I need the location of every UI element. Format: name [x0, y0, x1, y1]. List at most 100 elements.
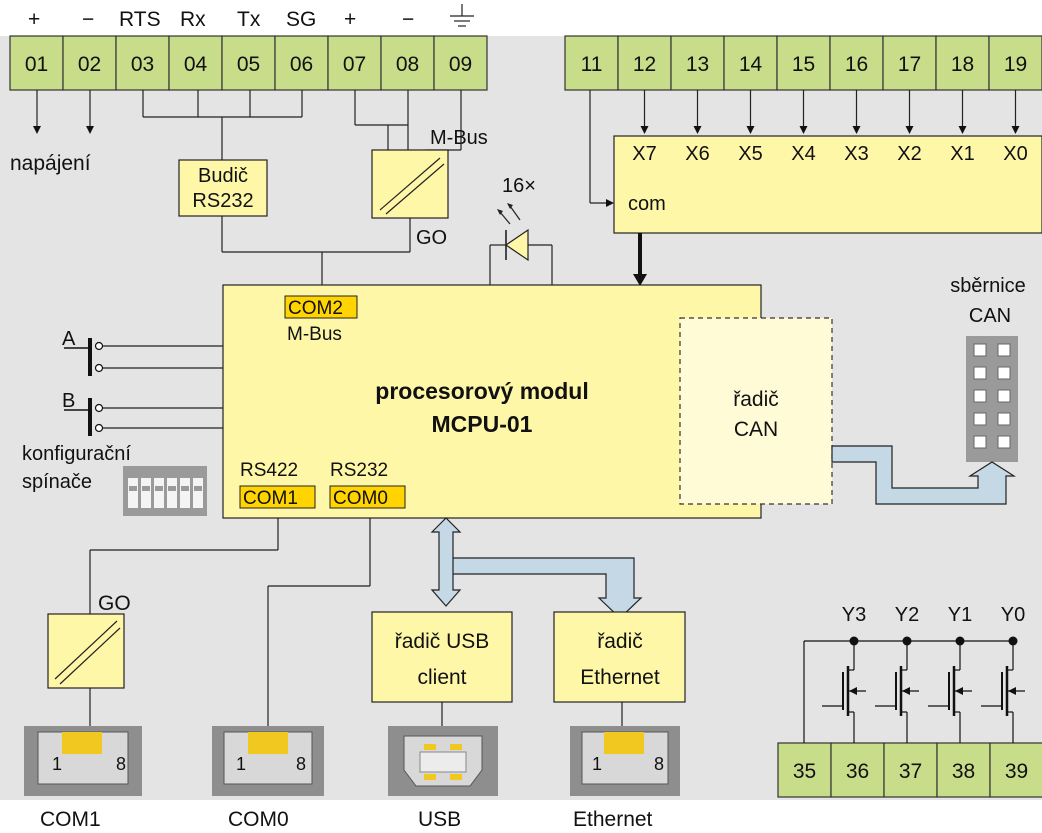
- usb-b-connector: [388, 726, 498, 796]
- input-label: X2: [897, 143, 921, 165]
- com-label: com: [628, 193, 666, 215]
- konfig-label: konfigurační: [22, 443, 131, 465]
- terminal-number: 13: [686, 53, 709, 76]
- terminal-08: 08: [380, 35, 435, 91]
- terminal-11: 11: [564, 35, 619, 91]
- can-bus-arrow: [831, 445, 1017, 505]
- terminal-17: 17: [882, 35, 937, 91]
- isolator-icon: [54, 620, 121, 685]
- terminal-01: 01: [9, 35, 64, 91]
- terminal-36: 36: [830, 742, 885, 798]
- can-pin: [973, 366, 987, 380]
- label-08: −: [402, 8, 414, 31]
- terminal-number: 16: [845, 53, 868, 76]
- terminal-number: 08: [396, 53, 419, 76]
- arrow-down-icon: [905, 126, 914, 134]
- can-pin: [973, 343, 987, 357]
- pin-1-label: 1: [236, 754, 246, 774]
- dip-switches: [128, 478, 203, 508]
- can-pin: [997, 389, 1011, 403]
- budic-rs232-label: RS232: [192, 190, 253, 212]
- ethernet-controller-line1: řadič: [597, 630, 643, 653]
- terminal-14: 14: [723, 35, 778, 91]
- label-07: +: [344, 8, 356, 31]
- rs422-label: RS422: [240, 460, 298, 481]
- dip-switch: [154, 478, 164, 508]
- led-icon: [497, 203, 529, 262]
- com2-badge: [284, 295, 358, 319]
- terminal-16: 16: [829, 35, 884, 91]
- terminal-number: 09: [449, 53, 472, 76]
- terminal-39: 39: [989, 742, 1042, 798]
- terminal-18: 18: [935, 35, 990, 91]
- label-05: Tx: [237, 8, 261, 31]
- led-count-label: 16×: [502, 175, 536, 197]
- arrow-down-icon: [958, 126, 967, 134]
- arrow-right-icon: [606, 199, 614, 207]
- switch-a-label: A: [62, 328, 76, 350]
- arrow-down-icon: [852, 126, 861, 134]
- port-com0-label: COM0: [228, 808, 289, 831]
- ground-icon: [450, 4, 474, 27]
- input-label: X1: [950, 143, 974, 165]
- terminal-number: 15: [792, 53, 815, 76]
- cpu-module-box: [222, 284, 762, 519]
- arrow-down-icon: [633, 274, 647, 286]
- can-pin: [997, 343, 1011, 357]
- com0-label: COM0: [333, 488, 388, 509]
- pin-8-label: 8: [296, 754, 306, 774]
- mbus-module-label: M-Bus: [287, 324, 342, 345]
- arrow-down-icon: [640, 126, 649, 134]
- input-label: X4: [791, 143, 815, 165]
- terminal-05: 05: [221, 35, 276, 91]
- label-04: Rx: [180, 8, 206, 31]
- dip-switch: [167, 478, 177, 508]
- sbernice-can-label: CAN: [969, 305, 1011, 327]
- spinace-label: spínače: [22, 471, 92, 493]
- com1-label: COM1: [243, 488, 298, 509]
- budic-label: Budič: [198, 165, 248, 187]
- switch-b-label: B: [62, 390, 75, 412]
- usb-controller-box: [371, 611, 513, 703]
- switch-wiring: [102, 345, 223, 429]
- terminal-number: 17: [898, 53, 921, 76]
- input-label: X6: [685, 143, 709, 165]
- usb-controller-line2: client: [417, 666, 466, 689]
- terminal-15: 15: [776, 35, 831, 91]
- port-ethernet-label: Ethernet: [573, 808, 653, 831]
- output-label: Y1: [948, 604, 972, 626]
- input-label: X7: [632, 143, 656, 165]
- power-arrows: [36, 90, 91, 128]
- ethernet-controller-box: [553, 611, 686, 703]
- can-pin: [973, 412, 987, 426]
- ethernet-controller-line2: Ethernet: [580, 666, 660, 689]
- label-03: RTS: [119, 8, 161, 31]
- arrow-down-icon: [86, 126, 94, 134]
- switch-a-icon: [64, 338, 104, 376]
- go-top-label: GO: [416, 227, 447, 249]
- can-pin: [997, 366, 1011, 380]
- terminal-03: 03: [115, 35, 170, 91]
- pin-1-label: 1: [52, 754, 62, 774]
- output-label: Y3: [842, 604, 866, 626]
- input-arrows: [640, 90, 1020, 134]
- label-02: −: [82, 8, 94, 31]
- rj45-com0-connector: 1 8: [212, 726, 324, 796]
- usb-controller-line1: řadič USB: [395, 630, 490, 653]
- label-06: SG: [286, 8, 316, 31]
- terminal-number: 18: [951, 53, 974, 76]
- dip-switch-lever: [142, 486, 150, 491]
- dip-switch-lever: [181, 486, 189, 491]
- top-labels: + − RTS Rx Tx SG + −: [28, 8, 414, 31]
- terminal-12: 12: [617, 35, 672, 91]
- terminal-07: 07: [327, 35, 382, 91]
- terminal-13: 13: [670, 35, 725, 91]
- can-controller-box: [679, 317, 833, 505]
- com0-badge: [329, 485, 406, 509]
- terminal-number: 11: [581, 53, 603, 76]
